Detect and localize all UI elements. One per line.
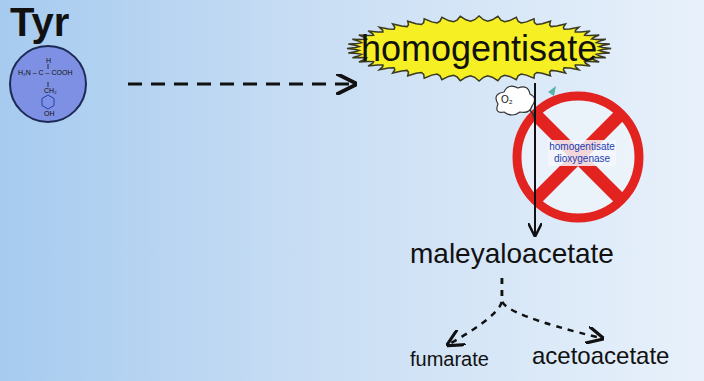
node-heading: Tyr (8, 0, 88, 44)
cross-stroke (538, 117, 618, 197)
pathway-arrow (502, 278, 601, 338)
node-label: fumarate (410, 348, 489, 371)
amino-acid-node: TyrH H₂N – C – COOH CH₂ OH (8, 0, 88, 124)
starburst-node: homogentisate (345, 14, 613, 83)
metabolite-node: maleyaloacetate (410, 238, 614, 270)
node-label: maleyaloacetate (410, 238, 614, 270)
structure-text: H (46, 57, 51, 65)
structure-text: OH (44, 110, 55, 118)
pathway-arrow (534, 83, 536, 234)
pathway-arrow (128, 83, 353, 86)
oxygen-cloud (496, 86, 535, 115)
metabolite-node: acetoacetate (532, 342, 669, 370)
enzyme-label: homogentisate dioxygenase (548, 140, 616, 166)
metabolite-node: fumarate (410, 348, 489, 371)
pathway-arrow (449, 278, 501, 344)
cofactor-mark (548, 86, 556, 96)
structure-text: H₂N – C – COOH (18, 69, 72, 77)
cofactor-label: O₂ (501, 94, 513, 106)
node-label: homogentisate (361, 28, 597, 69)
cross-stroke (538, 117, 618, 197)
structure-text: CH₂ (44, 87, 57, 95)
node-label: acetoacetate (532, 342, 669, 370)
